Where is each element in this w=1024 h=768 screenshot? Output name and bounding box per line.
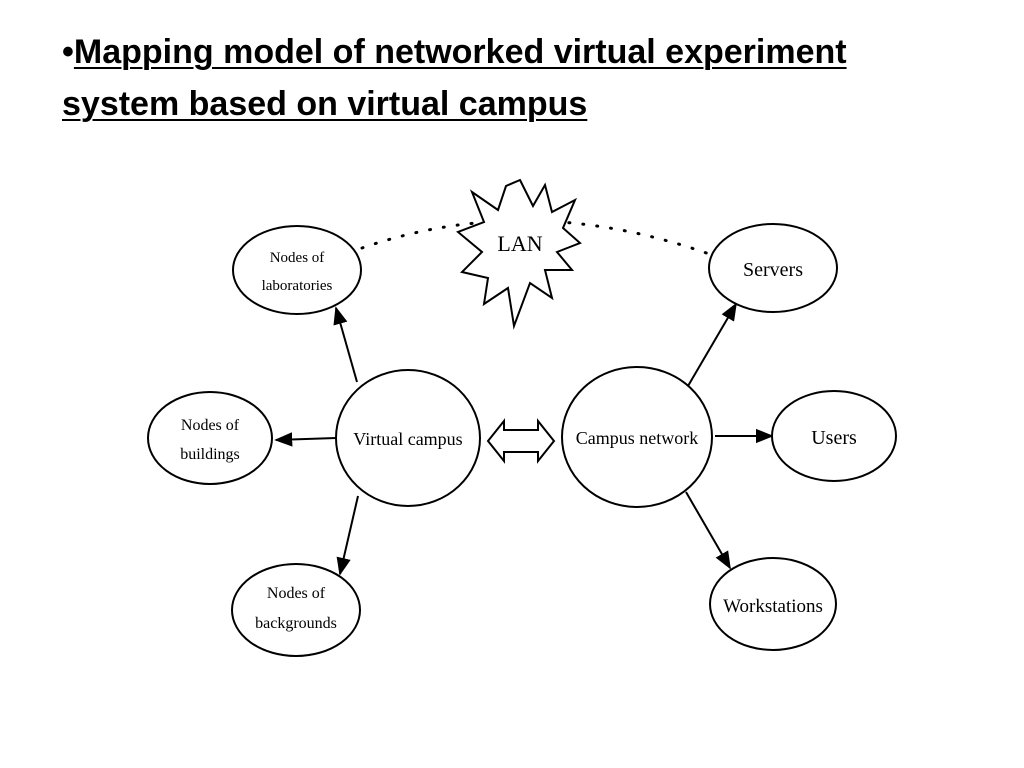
lan-label: LAN [497,231,542,256]
lan-starburst: LAN [456,178,582,330]
node-backgrounds-label-line1: Nodes of [267,585,326,602]
node-servers-label: Servers [743,259,803,281]
node-buildings-label-line1: Nodes of [181,417,240,434]
arrow-to-workstations [685,491,731,570]
lan-star-shape [456,178,582,330]
node-backgrounds: Nodes of backgrounds [231,563,361,657]
node-buildings-label-line2: buildings [180,446,240,463]
double-arrow-shape [486,418,556,464]
mapping-double-arrow [486,418,556,464]
node-workstations: Workstations [709,557,837,651]
node-backgrounds-label-line2: backgrounds [255,615,337,632]
node-users: Users [771,390,897,482]
node-laboratories-label-line1: Nodes of [270,250,325,266]
node-campus-network-label: Campus network [576,428,698,448]
node-buildings-shape [147,391,273,485]
node-campus-network: Campus network [561,366,713,508]
node-laboratories: Nodes of laboratories [232,225,362,315]
node-workstations-shape [709,557,837,651]
arrow-to-laboratories [333,306,358,383]
title-text: Mapping model of networked virtual exper… [62,33,847,123]
node-users-shape [771,390,897,482]
arrow-to-buildings [274,432,337,447]
node-laboratories-shape [232,225,362,315]
node-users-label: Users [811,427,857,449]
node-virtual-campus-shape [335,369,481,507]
arrow-to-backgrounds [336,495,359,576]
node-buildings: Nodes of buildings [147,391,273,485]
slide-title: •Mapping model of networked virtual expe… [62,26,962,130]
node-workstations-label: Workstations [723,596,823,617]
node-virtual-campus: Virtual campus [335,369,481,507]
node-virtual-campus-label: Virtual campus [353,429,462,449]
node-backgrounds-shape [231,563,361,657]
arrow-to-servers [687,302,737,387]
node-servers: Servers [708,223,838,313]
node-campus-network-shape [561,366,713,508]
title-bullet: • [62,33,74,71]
node-laboratories-label-line2: laboratories [262,278,333,294]
node-servers-shape [708,223,838,313]
